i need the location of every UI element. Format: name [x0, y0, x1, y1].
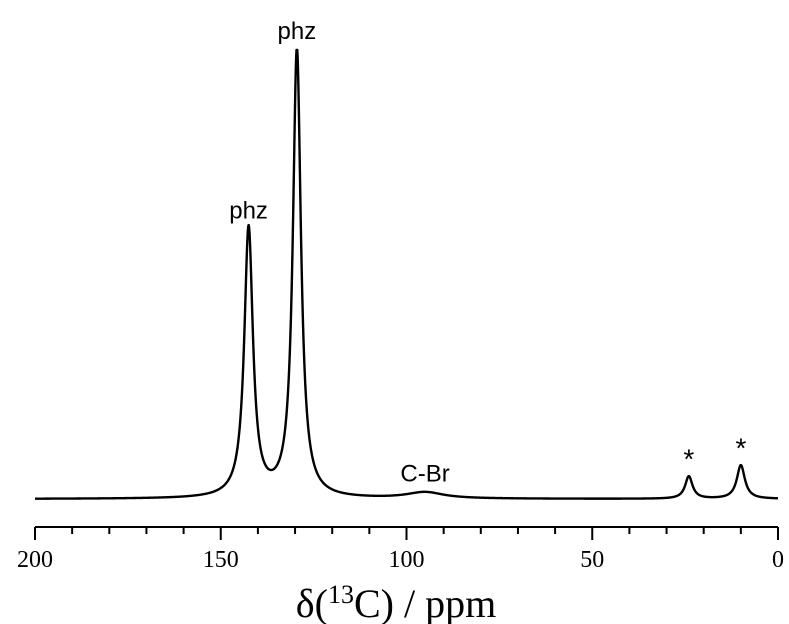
tick-label-150: 150: [203, 547, 239, 573]
peak-label-4: *: [735, 432, 746, 463]
tick-label-50: 50: [580, 547, 604, 573]
x-axis-title: δ(13C) / ppm: [296, 580, 496, 624]
x-axis-title-pre: δ(: [296, 581, 328, 624]
tick-label-0: 0: [772, 547, 784, 573]
x-axis-title-sup: 13: [328, 580, 354, 609]
peak-label-2: C-Br: [400, 461, 449, 488]
spectrum-line: [34, 48, 779, 500]
tick-label-200: 200: [17, 547, 53, 573]
peak-label-3: *: [683, 444, 694, 475]
peak-label-1: phz: [278, 18, 317, 45]
tick-label-100: 100: [389, 547, 425, 573]
x-axis-ticks: 200 150 100 50 0: [17, 527, 784, 573]
x-axis-title-post: C) / ppm: [354, 581, 496, 624]
peak-label-0: phz: [229, 198, 268, 225]
